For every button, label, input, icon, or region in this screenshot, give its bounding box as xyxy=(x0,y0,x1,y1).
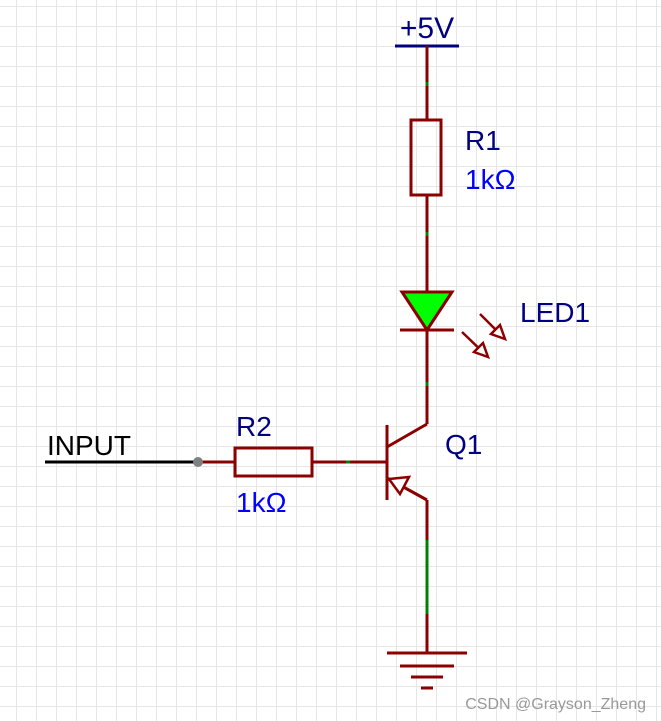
q1-transistor xyxy=(385,422,428,502)
r1-value: 1kΩ xyxy=(465,164,516,195)
q1-ref: Q1 xyxy=(445,429,482,460)
supply-label: +5V xyxy=(400,12,454,45)
input-label: INPUT xyxy=(47,430,131,461)
wire-junction-mark xyxy=(425,382,429,386)
led1-light-arrows xyxy=(461,313,508,360)
ground-symbol xyxy=(387,651,467,690)
wire-junction-mark xyxy=(425,82,429,86)
wire-junction-mark xyxy=(425,232,429,236)
input-connection-dot xyxy=(193,457,203,467)
r2-ref: R2 xyxy=(236,411,272,442)
wire-junction-mark xyxy=(346,460,350,464)
r2-resistor xyxy=(233,446,314,478)
led1-diode xyxy=(399,290,455,333)
led1-ref: LED1 xyxy=(520,297,590,328)
r1-ref: R1 xyxy=(465,125,501,156)
r1-resistor xyxy=(409,118,443,197)
r2-value: 1kΩ xyxy=(236,487,287,518)
watermark: CSDN @Grayson_Zheng xyxy=(465,696,646,713)
